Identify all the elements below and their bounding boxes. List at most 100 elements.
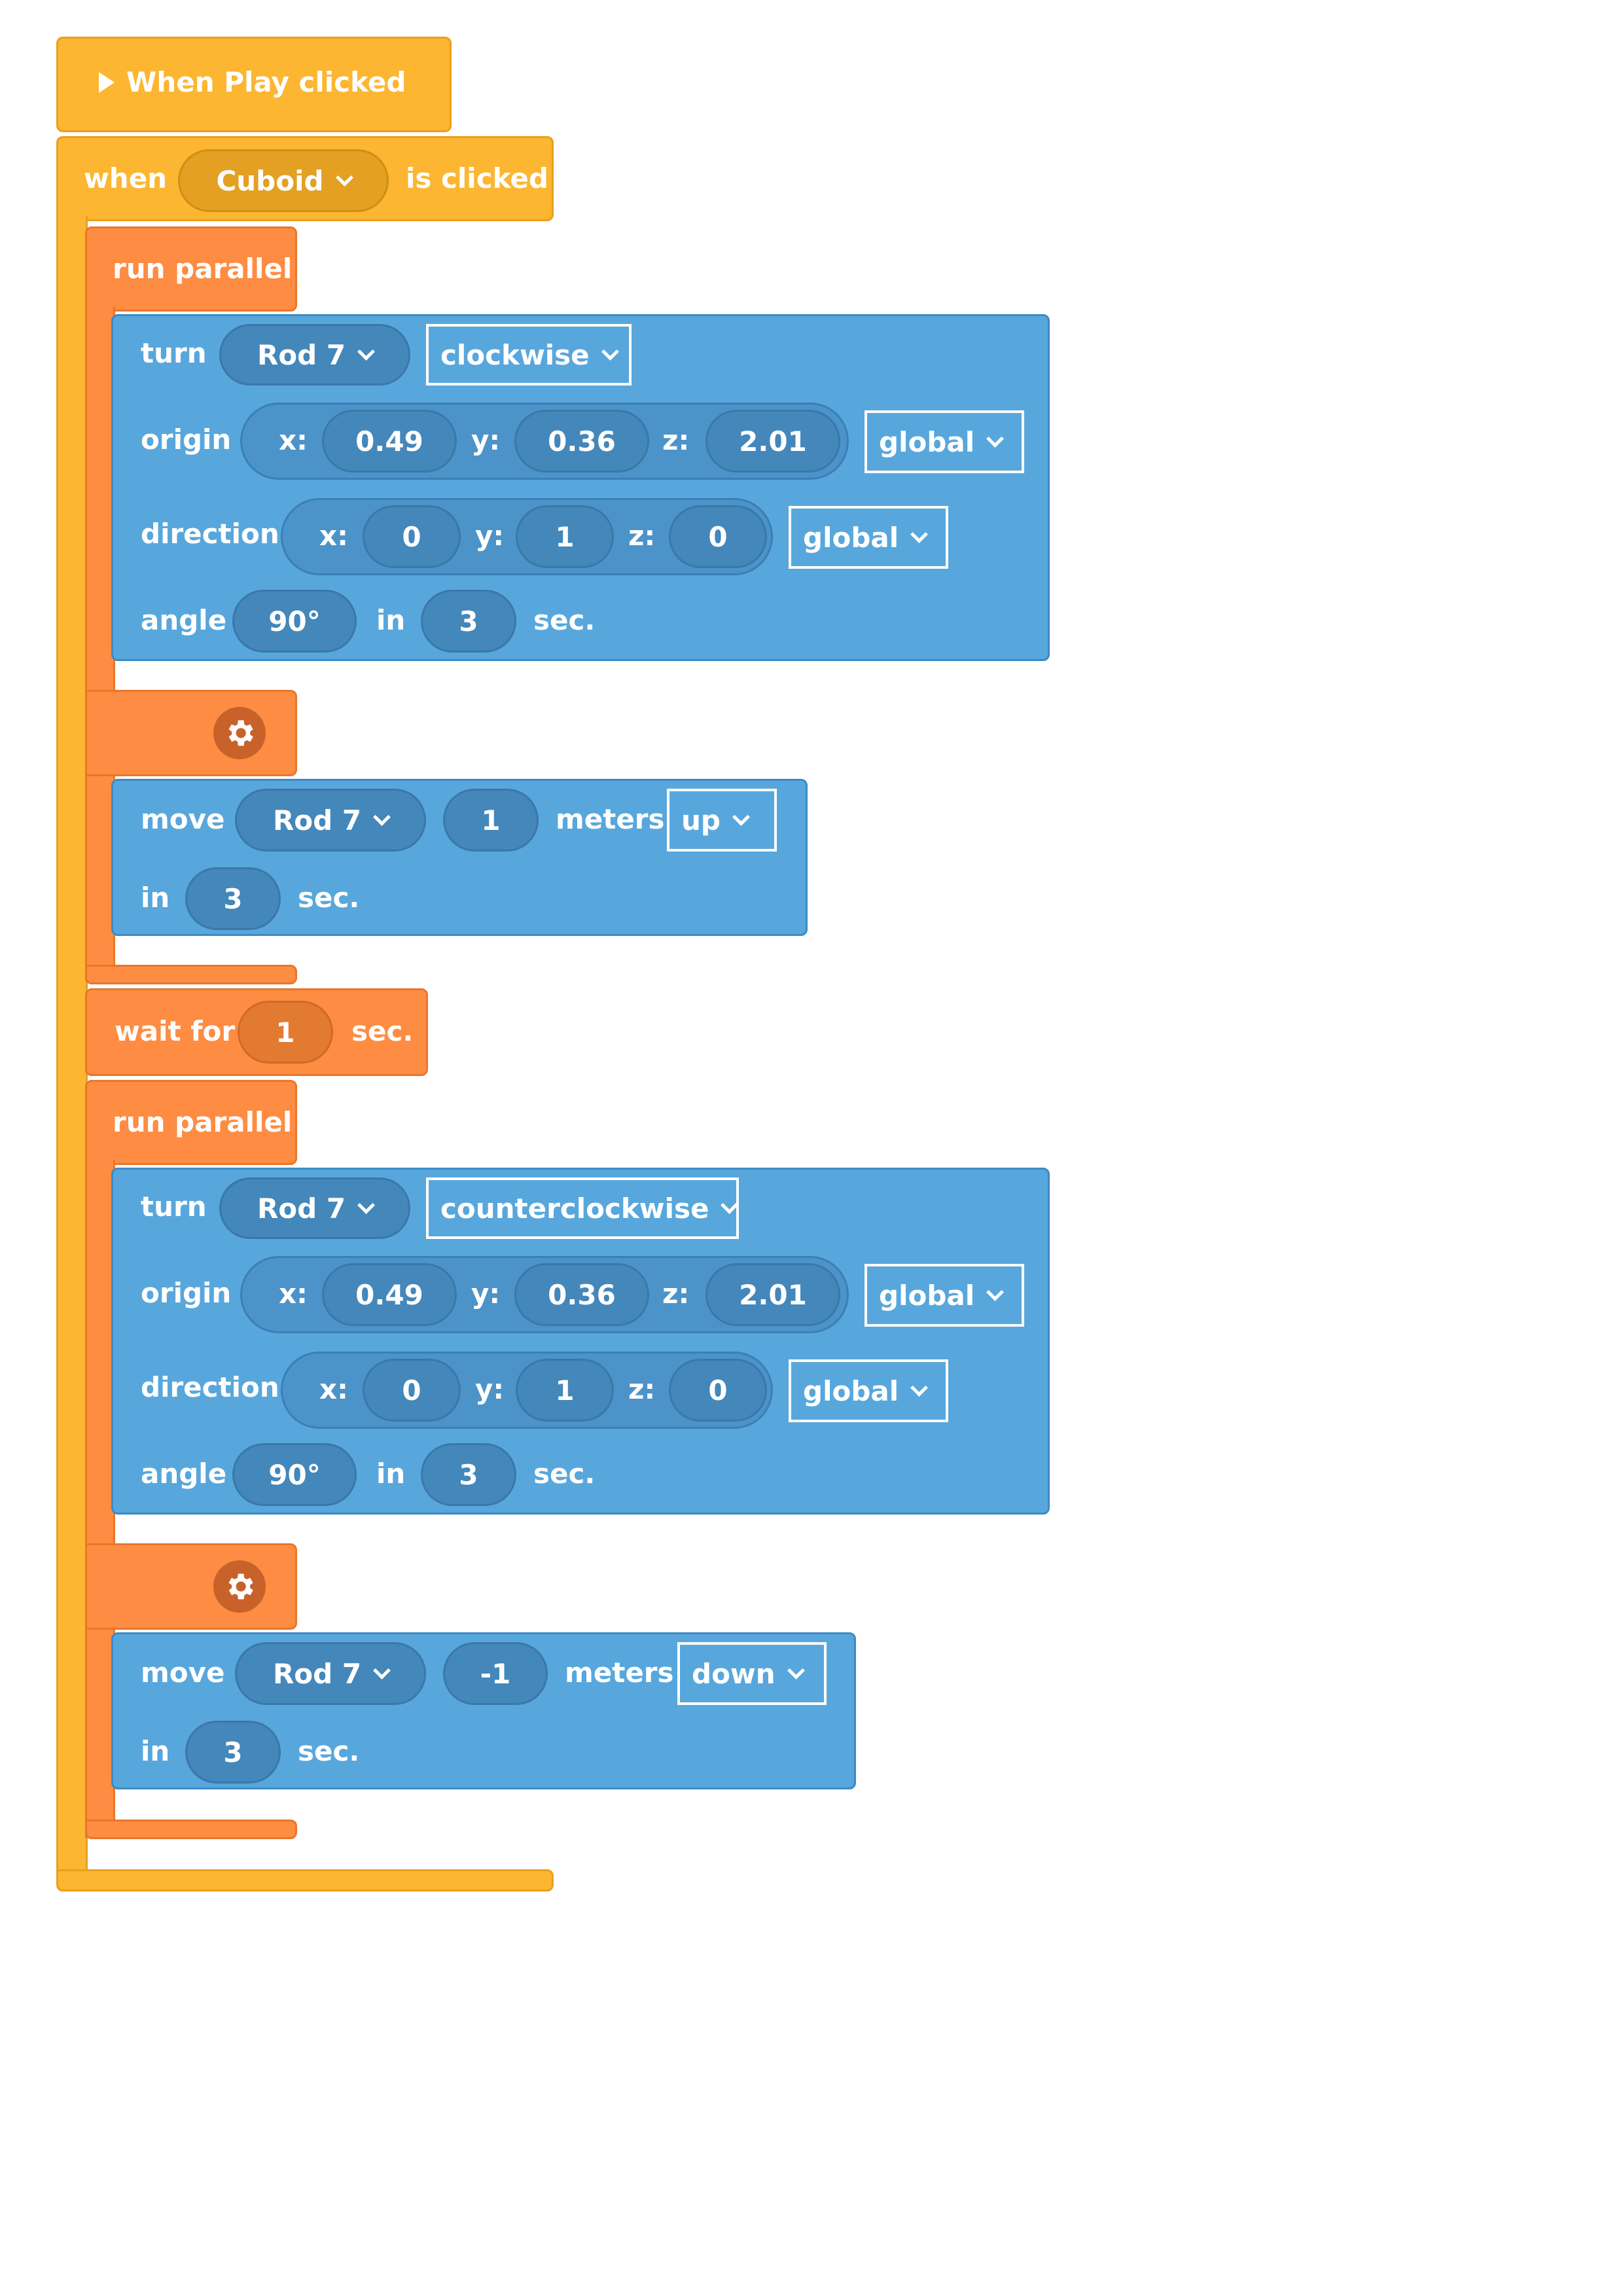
origin-z-label: z: [662,1278,690,1310]
origin-y-input[interactable]: 0.36 [514,410,649,473]
gear-icon[interactable] [213,1560,266,1613]
chevron-down-icon [357,1196,375,1214]
turn-label: turn [141,1191,207,1223]
direction-y-value: 1 [555,520,575,553]
direction-space-dropdown[interactable]: global [789,1359,948,1422]
direction-vector: x: 0 y: 1 z: 0 [281,1352,773,1429]
origin-y-label: y: [471,424,501,456]
origin-x-input[interactable]: 0.49 [322,410,457,473]
angle-value: 90° [268,605,321,637]
run-parallel-footer-1 [85,965,297,984]
move-in-label: in [141,882,170,914]
move-amount-input[interactable]: -1 [443,1642,548,1705]
move-direction-dropdown[interactable]: up [667,789,777,852]
angle-label: angle [141,604,227,636]
direction-y-label: y: [475,520,505,552]
turn-direction-value: counterclockwise [440,1192,709,1225]
direction-z-label: z: [628,1373,656,1405]
direction-z-label: z: [628,520,656,552]
direction-y-value: 1 [555,1374,575,1407]
chevron-down-icon [373,1661,391,1679]
direction-label: direction [141,1371,279,1403]
chevron-down-icon [732,808,750,826]
move-time-unit-label: sec. [298,882,360,914]
origin-label: origin [141,1277,232,1309]
angle-time-value: 3 [459,605,478,637]
direction-x-input[interactable]: 0 [363,1359,461,1422]
event-object-dropdown[interactable]: Cuboid [178,149,389,212]
move-time-value: 3 [223,1736,243,1768]
move-time-input[interactable]: 3 [185,867,281,930]
move-target-dropdown[interactable]: Rod 7 [235,1642,426,1705]
origin-x-value: 0.49 [355,425,423,457]
direction-x-input[interactable]: 0 [363,505,461,568]
move-amount-value: 1 [481,804,501,836]
origin-space-dropdown[interactable]: global [865,1264,1024,1327]
direction-space-value: global [803,521,899,554]
turn-target-value: Rod 7 [257,1192,346,1225]
turn-label: turn [141,337,207,369]
move-in-label: in [141,1735,170,1767]
hat-label-row: When Play clicked [99,66,406,99]
move-block-1[interactable]: move Rod 7 1 meters up in 3 sec. [111,779,808,936]
angle-time-input[interactable]: 3 [421,1443,516,1506]
chevron-down-icon [721,1196,739,1214]
move-unit-label: meters [565,1657,674,1689]
origin-x-input[interactable]: 0.49 [322,1263,457,1326]
origin-z-value: 2.01 [739,425,807,457]
chevron-down-icon [601,342,619,361]
direction-y-input[interactable]: 1 [516,1359,614,1422]
angle-unit-label: sec. [533,604,596,636]
origin-y-value: 0.36 [548,1278,616,1311]
wait-block[interactable]: wait for 1 sec. [85,988,428,1076]
chevron-down-icon [357,342,375,361]
move-amount-input[interactable]: 1 [443,789,539,852]
angle-in-label: in [376,604,406,636]
angle-time-input[interactable]: 3 [421,590,516,653]
origin-y-label: y: [471,1278,501,1310]
origin-space-dropdown[interactable]: global [865,410,1024,473]
direction-x-label: x: [319,1373,348,1405]
angle-input[interactable]: 90° [232,1443,357,1506]
turn-direction-value: clockwise [440,338,590,371]
angle-value: 90° [268,1458,321,1491]
event-when-label: when [84,162,168,194]
origin-x-value: 0.49 [355,1278,423,1311]
event-block-arm [56,216,88,1876]
direction-space-dropdown[interactable]: global [789,506,948,569]
origin-y-input[interactable]: 0.36 [514,1263,649,1326]
turn-direction-dropdown[interactable]: counterclockwise [426,1177,739,1239]
origin-space-value: global [879,1279,975,1312]
direction-z-input[interactable]: 0 [669,505,767,568]
turn-block-2[interactable]: turn Rod 7 counterclockwise origin x: 0.… [111,1168,1050,1515]
move-target-dropdown[interactable]: Rod 7 [235,789,426,852]
origin-x-label: x: [279,424,308,456]
move-unit-label: meters [556,803,665,835]
turn-block-1[interactable]: turn Rod 7 clockwise origin x: 0.49 y: 0… [111,314,1050,661]
turn-target-dropdown[interactable]: Rod 7 [219,324,410,386]
angle-unit-label: sec. [533,1458,596,1490]
angle-time-value: 3 [459,1458,478,1491]
move-block-2[interactable]: move Rod 7 -1 meters down in 3 sec. [111,1632,856,1789]
gear-icon[interactable] [213,707,266,759]
origin-z-input[interactable]: 2.01 [705,410,840,473]
angle-input[interactable]: 90° [232,590,357,653]
direction-z-value: 0 [708,1374,728,1407]
move-time-input[interactable]: 3 [185,1721,281,1784]
origin-vector: x: 0.49 y: 0.36 z: 2.01 [240,1256,849,1333]
when-play-clicked-block[interactable]: When Play clicked [56,37,452,132]
wait-label: wait for [115,1015,236,1047]
origin-z-input[interactable]: 2.01 [705,1263,840,1326]
hat-label: When Play clicked [126,66,406,98]
direction-x-value: 0 [402,1374,421,1407]
run-parallel-block-2[interactable] [85,1080,297,1165]
turn-target-dropdown[interactable]: Rod 7 [219,1177,410,1239]
move-direction-value: down [692,1657,776,1690]
turn-direction-dropdown[interactable]: clockwise [426,324,632,386]
run-parallel-block-1[interactable] [85,226,297,312]
move-direction-dropdown[interactable]: down [677,1642,827,1705]
direction-label: direction [141,518,279,550]
wait-time-input[interactable]: 1 [238,1001,333,1064]
direction-y-input[interactable]: 1 [516,505,614,568]
direction-z-input[interactable]: 0 [669,1359,767,1422]
